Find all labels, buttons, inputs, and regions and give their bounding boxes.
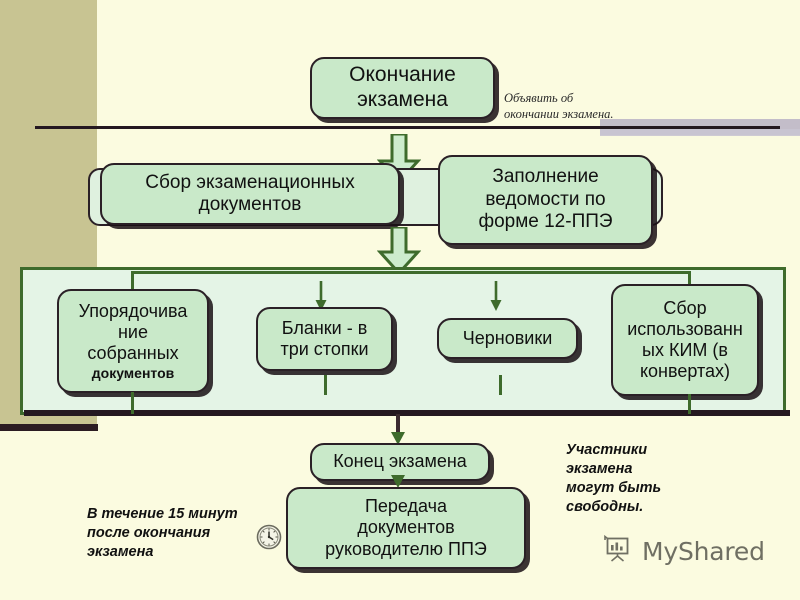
- connector-to-exam-finish: [396, 414, 400, 438]
- connector-bus-top: [131, 271, 691, 274]
- arrow-down-icon-to-exam-finish: [389, 430, 407, 446]
- node-ordering-documents[interactable]: Упорядочива ние собранных документов: [57, 289, 209, 393]
- connector-stub-blanks: [324, 375, 327, 395]
- node-handover-documents-label: Передача документов руководителю ППЭ: [325, 496, 487, 559]
- node-exam-finish[interactable]: Конец экзамена: [310, 443, 490, 481]
- header-rule: [35, 126, 780, 129]
- block-arrow-down-icon-2: [377, 227, 421, 275]
- node-drafts-label: Черновики: [462, 327, 553, 348]
- sidebar-decor-bar: [0, 424, 98, 431]
- arrow-down-icon-to-handover: [389, 473, 407, 489]
- node-exam-finish-label: Конец экзамена: [333, 451, 467, 472]
- node-end-of-exam-label: Окончание экзамена: [349, 63, 456, 111]
- node-drafts[interactable]: Черновики: [437, 318, 578, 359]
- node-end-of-exam[interactable]: Окончание экзамена: [310, 57, 495, 119]
- node-collect-documents[interactable]: Сбор экзаменационных документов: [100, 163, 400, 225]
- node-fill-form-12ppe[interactable]: Заполнение ведомости по форме 12-ППЭ: [438, 155, 653, 245]
- connector-stub-drafts: [499, 375, 502, 395]
- row3-container-shadow: [24, 410, 790, 416]
- node-fill-form-12ppe-label: Заполнение ведомости по форме 12-ППЭ: [478, 166, 613, 233]
- node-collect-used-kim-label: Сбор использованн ых КИМ (в конвертах): [627, 297, 743, 382]
- presentation-board-icon: [603, 534, 633, 569]
- annotation-announce: Объявить об окончании экзамена.: [504, 91, 614, 121]
- node-handover-documents[interactable]: Передача документов руководителю ППЭ: [286, 487, 526, 569]
- node-collect-used-kim[interactable]: Сбор использованн ых КИМ (в конвертах): [611, 284, 759, 396]
- annotation-within-15-minutes: В течение 15 минут после окончания экзам…: [87, 506, 238, 560]
- watermark-label: MyShared: [642, 537, 765, 566]
- node-collect-documents-label: Сбор экзаменационных документов: [145, 171, 355, 215]
- connector-bus-left-down: [131, 271, 134, 301]
- watermark: MyShared: [603, 534, 765, 569]
- node-ordering-documents-label: Упорядочива ние собранных документов: [78, 300, 188, 381]
- annotation-participants-free: Участники экзамена могут быть свободны.: [566, 442, 662, 515]
- clock-icon: [255, 522, 285, 552]
- arrow-down-icon-to-drafts: [489, 281, 503, 311]
- node-blanks-three-stacks-label: Бланки - в три стопки: [280, 317, 369, 359]
- connector-kim-down: [688, 394, 691, 414]
- connector-ordering-down: [131, 392, 134, 414]
- node-blanks-three-stacks[interactable]: Бланки - в три стопки: [256, 307, 393, 371]
- arrow-down-icon-to-blanks: [314, 281, 328, 311]
- header-rule-tint-lower: [600, 129, 800, 136]
